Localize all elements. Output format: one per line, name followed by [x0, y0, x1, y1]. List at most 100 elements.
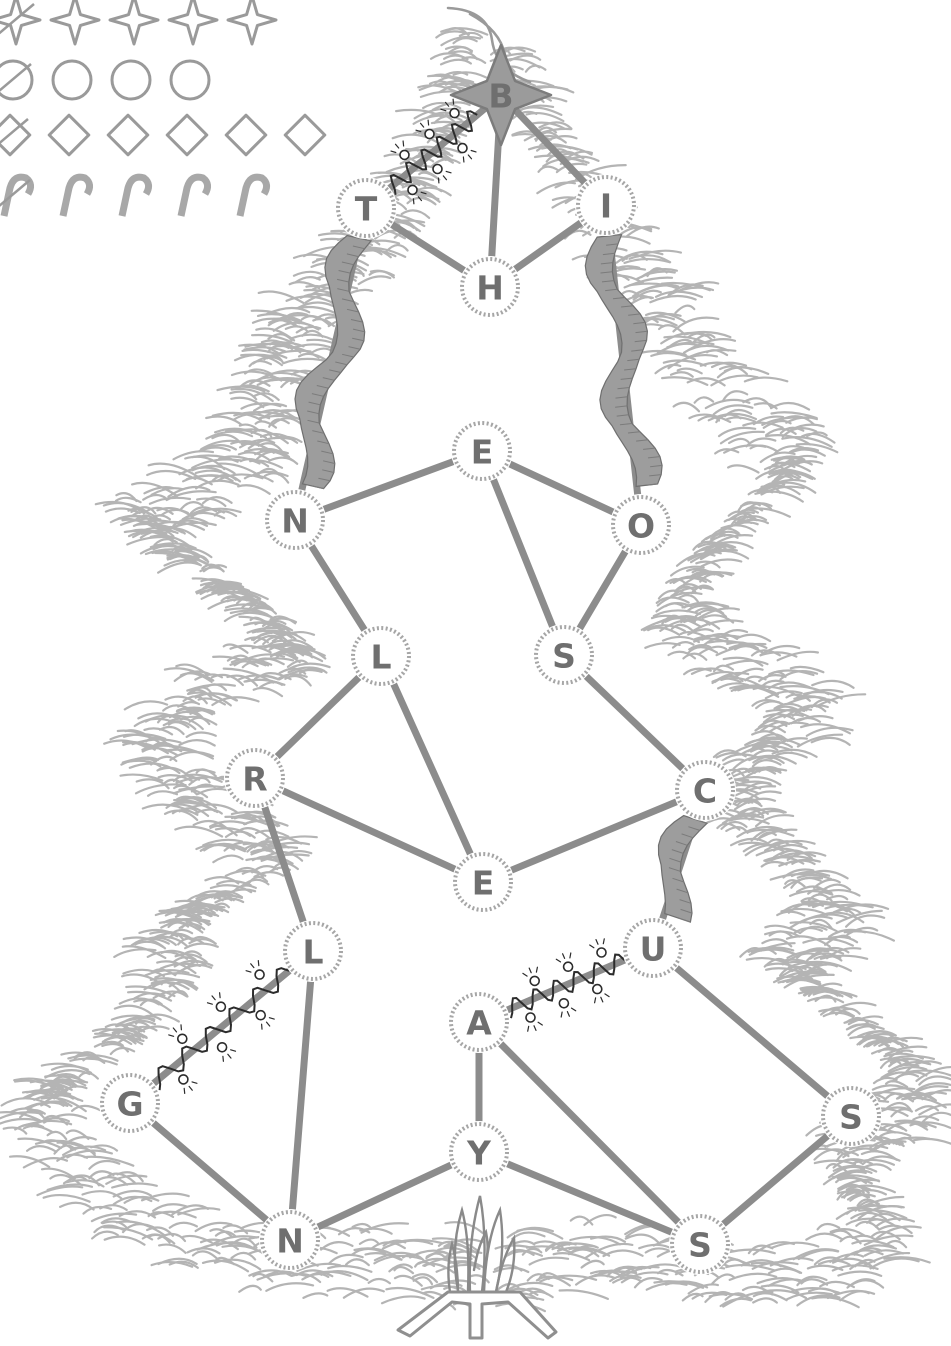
fur-stroke [675, 306, 694, 313]
fur-stroke [806, 1234, 842, 1240]
light-glow [556, 959, 560, 962]
node-letter: L [302, 933, 323, 972]
light-glow [536, 967, 537, 972]
node-letter: U [640, 930, 667, 969]
node-letter: N [276, 1222, 304, 1261]
letter-node[interactable]: O [610, 494, 672, 556]
edge-l1-e2[interactable] [381, 656, 483, 882]
node-letter: G [116, 1085, 143, 1124]
light-bulb [216, 1002, 225, 1011]
letter-node[interactable]: B [488, 77, 513, 116]
bauble-icon [53, 61, 91, 99]
light-bulb [433, 165, 442, 174]
letter-node[interactable]: S [669, 1213, 731, 1275]
tinsel-garland [659, 816, 708, 923]
fur-stroke [422, 1286, 458, 1290]
letter-node[interactable]: E [452, 851, 514, 913]
candy-cane-icon [240, 177, 267, 216]
gift-icon [108, 115, 148, 155]
fur-stroke [37, 1187, 82, 1196]
fur-stroke [554, 1253, 590, 1260]
letter-node[interactable]: C [674, 759, 736, 821]
letter-node[interactable]: G [99, 1072, 161, 1134]
fur-stroke [83, 1191, 122, 1198]
light-glow [391, 151, 396, 152]
letter-node[interactable]: N [259, 1209, 321, 1271]
light-glow [538, 1022, 542, 1025]
letter-node[interactable]: N [264, 489, 326, 551]
letter-node[interactable]: R [224, 747, 286, 809]
letter-node[interactable]: S [533, 624, 595, 686]
letter-node[interactable]: T [335, 177, 397, 239]
fur-stroke [526, 66, 546, 72]
fur-stroke [112, 1183, 157, 1187]
letter-node[interactable]: L [350, 625, 412, 687]
fur-stroke [530, 1258, 569, 1265]
light-bulb [593, 985, 602, 994]
letter-node[interactable]: L [282, 920, 344, 982]
gift-icon [167, 115, 207, 155]
light-bulb [526, 1013, 535, 1022]
fur-stroke [582, 1261, 604, 1268]
fur-stroke [24, 1126, 52, 1132]
letter-node[interactable]: S [820, 1085, 882, 1147]
light-glow [428, 120, 429, 125]
light-bulb [564, 962, 573, 971]
node-letter: L [370, 638, 391, 677]
light-bulb [597, 948, 606, 957]
fur-stroke [674, 403, 699, 411]
edge-l2-n2[interactable] [290, 951, 313, 1240]
letter-node[interactable]: E [451, 420, 513, 482]
light-glow [220, 993, 221, 998]
fur-stroke [812, 1297, 859, 1307]
node-letter: S [839, 1098, 863, 1137]
fur-stroke [512, 1233, 544, 1239]
light-bulb [408, 185, 417, 194]
letter-node[interactable]: Y [448, 1121, 510, 1183]
edge-r-e2[interactable] [255, 778, 483, 882]
star-icon [169, 0, 217, 44]
fur-stroke [245, 475, 273, 481]
light-glow [403, 141, 404, 146]
edge-y-s3[interactable] [479, 1152, 700, 1244]
fur-stroke [105, 1237, 145, 1245]
light-glow [228, 1054, 231, 1058]
fur-stroke [812, 738, 850, 745]
fur-stroke [179, 740, 214, 745]
light-glow [396, 144, 399, 148]
flame-stroke [470, 1196, 485, 1292]
fur-stroke [178, 702, 199, 706]
letter-node[interactable]: U [622, 917, 684, 979]
star-icon [51, 0, 99, 44]
light-bulb [178, 1034, 187, 1043]
fur-stroke [89, 1161, 119, 1169]
star-icon [0, 0, 40, 44]
light-glow [446, 171, 451, 172]
fur-stroke [912, 1139, 951, 1145]
light-glow [529, 968, 531, 973]
light-glow [603, 939, 604, 944]
edge-a-s3[interactable] [479, 1022, 700, 1244]
fur-stroke [571, 1217, 593, 1225]
bauble-icon [171, 61, 209, 99]
fur-stroke [737, 635, 770, 641]
fur-stroke [359, 276, 391, 284]
light-glow [468, 155, 471, 159]
fur-stroke [382, 1296, 425, 1303]
light-glow [570, 953, 571, 958]
light-bulb [179, 1075, 188, 1084]
letter-node[interactable]: H [459, 256, 521, 318]
fur-stroke [728, 465, 758, 472]
light-glow [231, 1050, 236, 1051]
fur-stroke [213, 856, 242, 863]
fur-stroke [721, 432, 764, 443]
letter-node[interactable]: I [575, 174, 637, 236]
star-icon [228, 0, 276, 44]
edge-n2-y[interactable] [290, 1152, 479, 1240]
fur-stroke [260, 682, 282, 687]
letter-node[interactable]: A [448, 991, 510, 1053]
light-glow [596, 940, 598, 945]
node-letter: S [552, 637, 576, 676]
light-glow [258, 961, 259, 966]
edge-g-n2[interactable] [130, 1103, 290, 1240]
